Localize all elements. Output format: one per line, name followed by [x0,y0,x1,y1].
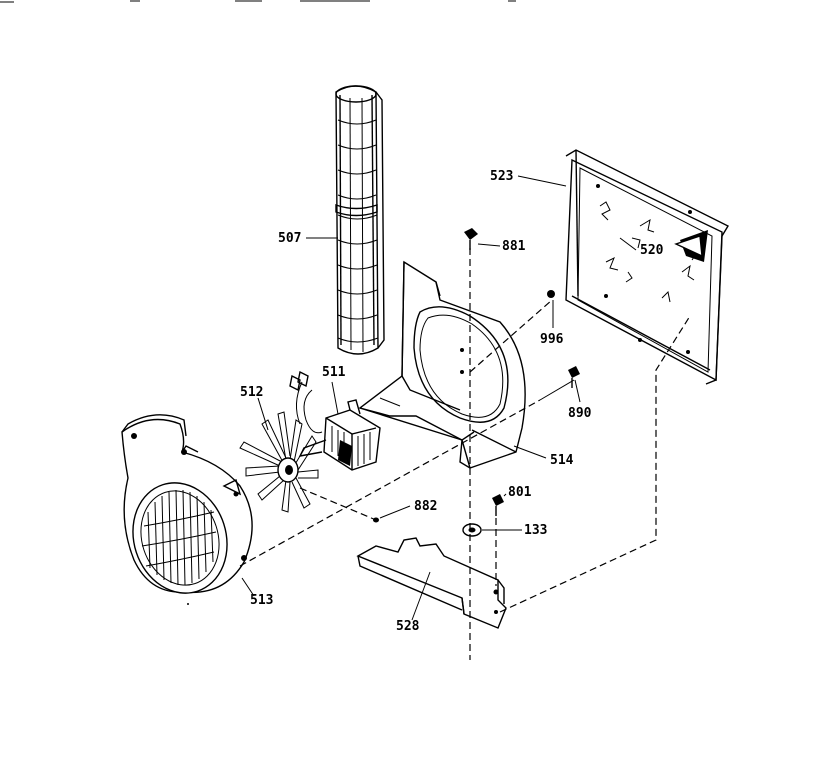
label-520: 520 [640,243,664,258]
label-890: 890 [568,406,592,421]
blower-housing-513 [121,414,253,594]
label-512: 512 [240,385,263,400]
stray-mark [187,603,189,605]
label-511: 511 [322,365,346,380]
leader-lines [241,175,637,621]
assembly-lines [239,248,691,660]
top-edge-marks [0,0,516,3]
housing-bracket-514 [358,260,526,469]
base-plate-528 [356,537,507,629]
label-528: 528 [396,619,420,634]
label-996: 996 [540,332,564,347]
blower-wheel-507 [335,85,385,355]
screw-890 [568,366,580,388]
screw-801 [492,494,504,516]
part-labels: 507 523 520 881 996 890 511 512 514 882 … [240,169,664,634]
ball-996 [547,290,555,298]
motor-511 [289,370,381,471]
label-513: 513 [250,593,273,608]
label-801: 801 [508,485,532,500]
screw-881 [464,228,478,250]
label-514: 514 [550,453,574,468]
grommet-133 [462,523,482,537]
label-507: 507 [278,231,301,246]
label-881: 881 [502,239,526,254]
fan-blade-512 [239,411,319,513]
label-523: 523 [490,169,513,184]
label-882: 882 [414,499,437,514]
rear-panel-523 [565,149,729,385]
label-133: 133 [524,523,547,538]
